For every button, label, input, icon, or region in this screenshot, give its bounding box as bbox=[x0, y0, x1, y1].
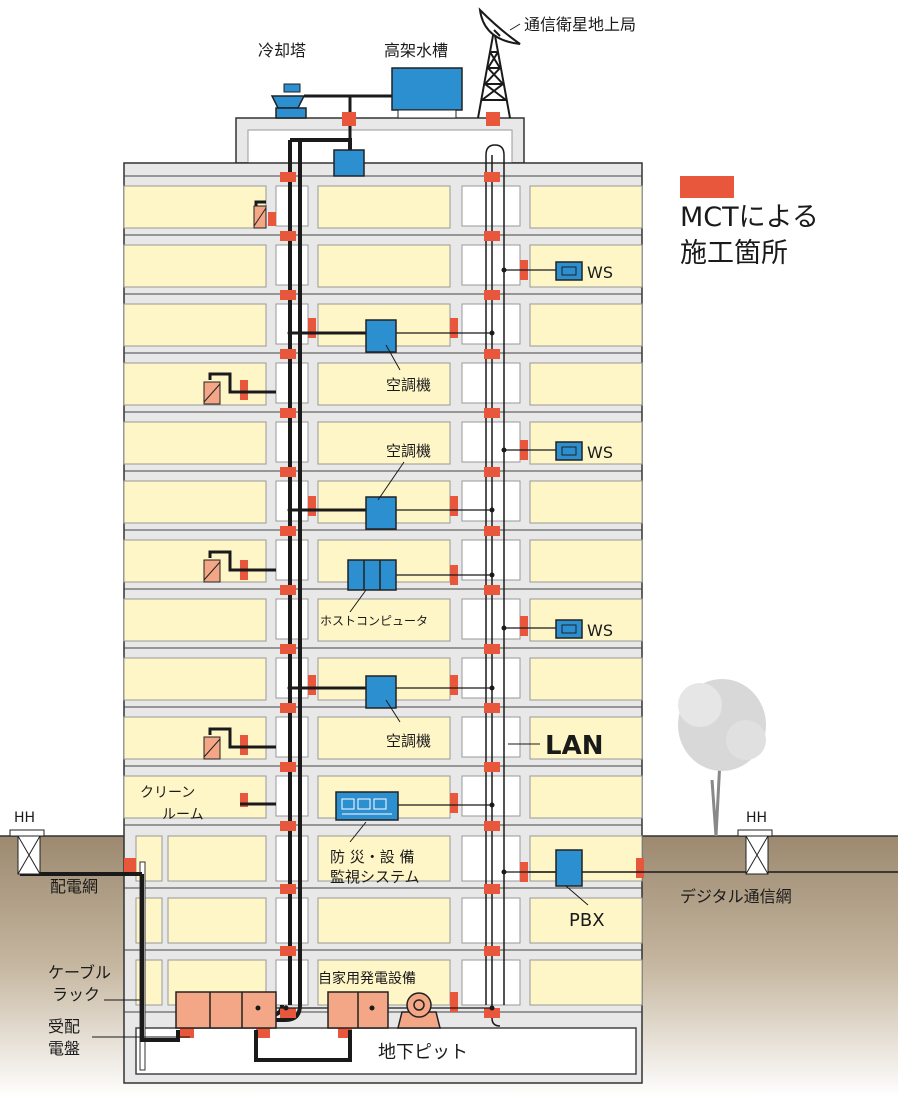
ws-label-3: WS bbox=[587, 621, 613, 640]
legend-label-2: 施工箇所 bbox=[680, 238, 788, 269]
lan-label: LAN bbox=[545, 731, 603, 761]
hh-right bbox=[737, 829, 773, 875]
ws-label-1: WS bbox=[587, 263, 613, 282]
satellite-tower bbox=[477, 7, 521, 119]
comm-cable-outer bbox=[491, 155, 501, 1027]
distribution-panels bbox=[203, 200, 267, 760]
tree bbox=[678, 679, 766, 837]
generator-label: 自家用発電設備 bbox=[318, 970, 416, 987]
basement-pit bbox=[135, 1027, 637, 1075]
disaster-label-1: 防 災・設 備 bbox=[330, 848, 415, 866]
aircon-label-2: 空調機 bbox=[386, 442, 431, 460]
elevated-tank-label: 高架水槽 bbox=[384, 41, 448, 60]
distribution-net-label: 配電網 bbox=[50, 877, 98, 896]
clean-room-label-2: ルーム bbox=[162, 807, 204, 823]
cable-rack-label-2: ラック bbox=[52, 985, 100, 1004]
aircon-label-1: 空調機 bbox=[386, 376, 431, 394]
leader-lines bbox=[92, 23, 589, 1038]
pbx-unit bbox=[555, 849, 583, 887]
basement-pit-label: 地下ピット bbox=[378, 1042, 468, 1063]
ws-units bbox=[555, 261, 583, 639]
cooling-tower bbox=[270, 83, 307, 119]
disaster-label-2: 監視システム bbox=[330, 868, 420, 886]
penthouse-room bbox=[247, 129, 513, 164]
aircon-units bbox=[365, 319, 397, 709]
cooling-tower-label: 冷却塔 bbox=[258, 41, 306, 60]
text-labels: MCTによる 施工箇所 冷却塔 高架水槽 通信衛星地上局 WS WS WS 空調… bbox=[14, 15, 819, 1063]
digital-net-label: デジタル通信網 bbox=[680, 887, 792, 906]
hh-left bbox=[9, 829, 45, 875]
comm-cable bbox=[485, 144, 505, 1005]
host-computer bbox=[347, 559, 397, 591]
legend-swatch bbox=[680, 176, 734, 198]
hh-left-label: HH bbox=[14, 810, 35, 826]
satellite-station-label: 通信衛星地上局 bbox=[524, 15, 636, 34]
legend-label-1: MCTによる bbox=[680, 202, 819, 233]
cable-rack-label-1: ケーブル bbox=[48, 963, 111, 982]
mct-markers bbox=[124, 112, 644, 1038]
penthouse-tank bbox=[333, 149, 365, 177]
generator bbox=[327, 991, 441, 1029]
host-computer-label: ホストコンピュータ bbox=[320, 614, 428, 628]
switchboard-label-1: 受配 bbox=[48, 1017, 80, 1036]
disaster-panel bbox=[335, 791, 399, 821]
aircon-label-3: 空調機 bbox=[386, 732, 431, 750]
ws-label-2: WS bbox=[587, 443, 613, 462]
junction-dots bbox=[255, 267, 507, 1011]
switchboard-label-2: 電盤 bbox=[48, 1039, 80, 1058]
clean-room-label-1: クリーン bbox=[140, 785, 195, 801]
elevated-tank bbox=[391, 67, 463, 119]
hh-right-label: HH bbox=[746, 810, 767, 826]
switchboard bbox=[175, 991, 277, 1029]
pbx-label: PBX bbox=[569, 910, 605, 931]
floor-slabs bbox=[124, 175, 642, 1013]
